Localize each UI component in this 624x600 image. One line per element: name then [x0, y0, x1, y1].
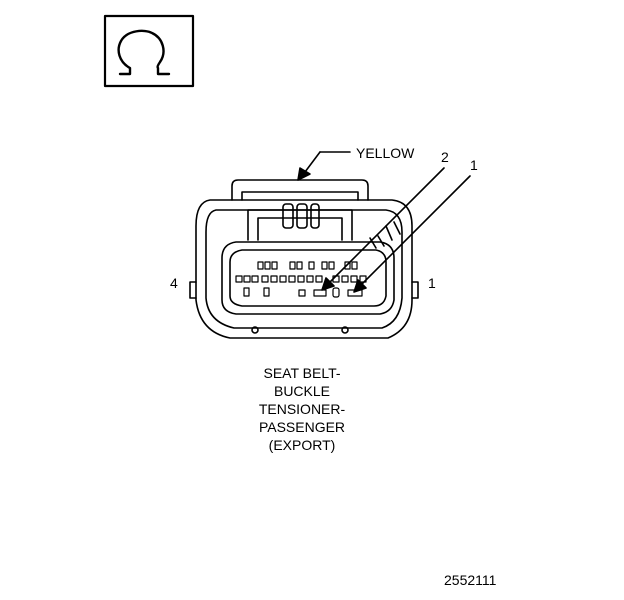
pin-1-leader	[353, 175, 471, 293]
wire-color-label: YELLOW	[356, 145, 415, 161]
connector-housing	[189, 179, 419, 339]
ohm-icon	[103, 14, 195, 88]
caption-line: (EXPORT)	[268, 437, 336, 453]
pin-2-callout: 2	[441, 149, 449, 165]
caption-line: BUCKLE	[273, 383, 331, 399]
connector-caption: SEAT BELT- BUCKLE TENSIONER- PASSENGER (…	[232, 364, 372, 454]
pin-cavities	[235, 261, 367, 298]
pin-2-leader	[321, 167, 445, 291]
caption-line: PASSENGER	[258, 419, 346, 435]
caption-line: SEAT BELT-	[263, 365, 341, 381]
pin-4-end-label: 4	[170, 275, 178, 291]
pin-1-end-label: 1	[428, 275, 436, 291]
yellow-callout	[297, 151, 351, 181]
figure-id: 2552111	[444, 572, 497, 588]
caption-line: TENSIONER-	[258, 401, 346, 417]
pin-1-callout: 1	[470, 157, 478, 173]
